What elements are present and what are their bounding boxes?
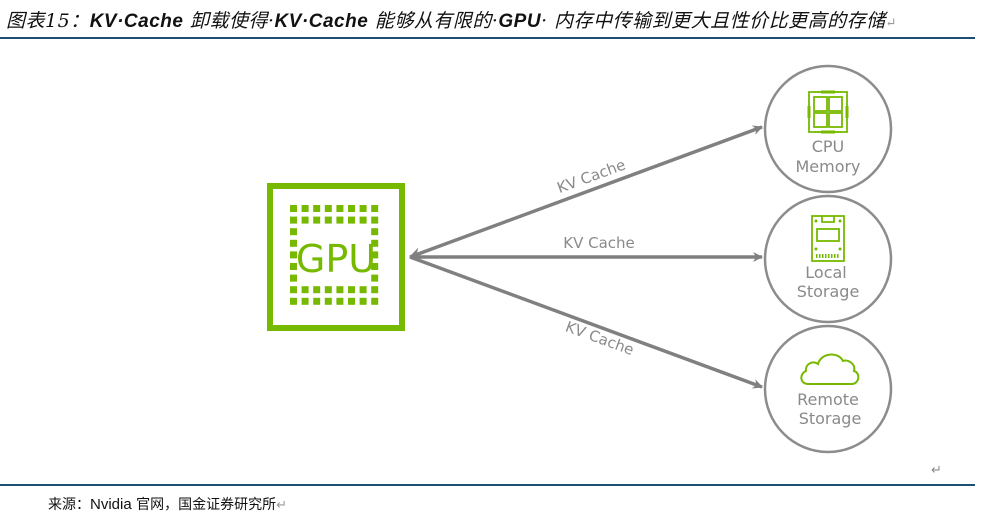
edge-label-remote-storage: KV Cache — [563, 318, 636, 359]
gpu-die-grid — [290, 205, 379, 305]
target-circle — [763, 64, 893, 194]
gpu-die-cell — [290, 205, 297, 212]
paragraph-mark: ↵ — [885, 16, 898, 31]
source-rest: 官网，国金证券研究所 — [131, 497, 277, 513]
gpu-die-cell — [348, 216, 355, 224]
gpu-die-cell — [290, 297, 297, 305]
gpu-die-cell — [359, 286, 367, 294]
gpu-die-cell — [324, 297, 332, 305]
target-label-line2: Storage — [799, 409, 862, 428]
arrow-cpu-memory — [409, 125, 763, 259]
title-part-kv-cache-2: KV·Cache — [274, 11, 369, 32]
title-part-text-2: 能够从有限的· — [368, 10, 499, 32]
title-divider — [0, 37, 975, 39]
gpu-label: GPU — [296, 237, 376, 281]
gpu-die-cell — [359, 205, 367, 212]
gpu-die-cell — [313, 216, 321, 224]
gpu-die-cell — [348, 297, 355, 305]
gpu-die-cell — [324, 216, 332, 224]
paragraph-mark: ↵ — [931, 463, 942, 478]
gpu-die-cell — [290, 286, 297, 294]
source-prefix: 来源： — [48, 497, 90, 513]
edge-local-storage: KV Cache — [410, 234, 763, 262]
gpu-die-cell — [301, 205, 309, 212]
cpu-chip-icon — [807, 90, 849, 134]
gpu-die-cell — [301, 216, 309, 224]
title-part-gpu: GPU — [498, 11, 542, 32]
title-part-text-1: 卸载使得· — [183, 10, 275, 32]
cloud-icon — [800, 353, 860, 385]
target-remote-storage: Remote Storage — [763, 324, 893, 454]
target-circle — [763, 194, 893, 324]
figure-title: 图表15：KV·Cache 卸载使得·KV·Cache 能够从有限的·GPU· … — [6, 6, 981, 36]
target-local-storage: Local Storage — [763, 194, 893, 324]
gpu-die-cell — [371, 205, 379, 212]
figure-label: 图表15： — [6, 10, 90, 32]
gpu-die-cell — [371, 297, 379, 305]
gpu-die-cell — [371, 251, 379, 259]
target-label-line2: Memory — [795, 157, 860, 176]
gpu-die-cell — [313, 205, 321, 212]
ssd-drive-icon — [811, 215, 845, 262]
paragraph-mark: ↵ — [276, 498, 288, 513]
gpu-die-cell — [348, 286, 355, 294]
source-org: Nvidia — [90, 496, 132, 513]
target-circle — [763, 324, 893, 454]
gpu-die-cell — [290, 274, 297, 282]
gpu-die-cell — [359, 216, 367, 224]
gpu-die-cell — [301, 286, 309, 294]
gpu-die-cell — [371, 228, 379, 236]
gpu-die-cell — [301, 297, 309, 305]
source-note: 来源：Nvidia 官网，国金证券研究所↵ — [48, 494, 287, 514]
target-cpu-memory: CPU Memory — [763, 64, 893, 194]
gpu-die-cell — [324, 286, 332, 294]
gpu-die-cell — [290, 263, 297, 270]
gpu-chip-icon — [267, 183, 405, 331]
gpu-die-cell — [313, 297, 321, 305]
gpu-die-cell — [290, 239, 297, 247]
gpu-die-cell — [348, 205, 355, 212]
gpu-die-cell — [371, 263, 379, 270]
gpu-die-cell — [290, 251, 297, 259]
title-part-text-3: · 内存中传输到更大且性价比更高的存储 — [541, 10, 886, 32]
gpu-node: GPU — [267, 183, 405, 331]
edge-label-local-storage: KV Cache — [563, 234, 635, 252]
gpu-die-cell — [336, 216, 344, 224]
ssd-screw-dots — [814, 219, 842, 251]
gpu-die-cell — [336, 286, 344, 294]
title-part-kv-cache-1: KV·Cache — [89, 11, 184, 32]
gpu-die-cell — [371, 286, 379, 294]
gpu-die-cell — [371, 216, 379, 224]
gpu-die-cell — [371, 239, 379, 247]
arrow-remote-storage — [409, 255, 763, 389]
gpu-die-cell — [313, 286, 321, 294]
edge-remote-storage: KV Cache — [409, 255, 763, 389]
source-divider — [0, 484, 975, 486]
gpu-die-cell — [324, 205, 332, 212]
gpu-die-cell — [371, 274, 379, 282]
target-label-line1: Local — [805, 263, 846, 282]
gpu-die-cell — [290, 216, 297, 224]
gpu-die-cell — [336, 205, 344, 212]
target-label-line2: Storage — [797, 282, 860, 301]
target-label-line1: Remote — [797, 390, 859, 409]
gpu-die-cell — [290, 228, 297, 236]
gpu-die-cell — [359, 297, 367, 305]
gpu-die-cell — [336, 297, 344, 305]
target-label-line1: CPU — [812, 137, 845, 156]
